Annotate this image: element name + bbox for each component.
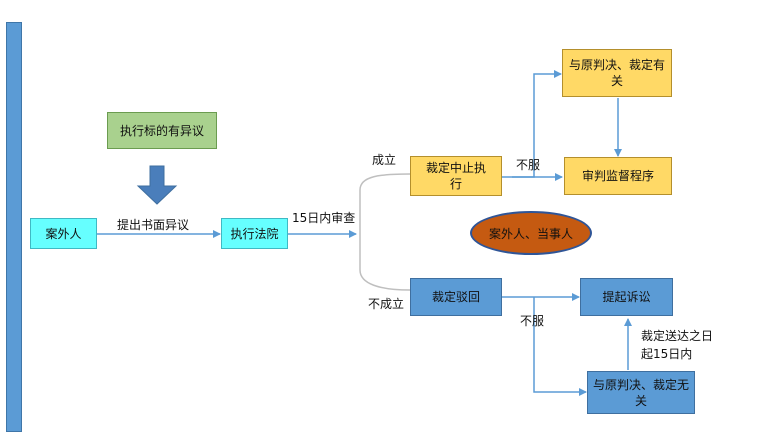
edge-suspend-related	[512, 70, 562, 178]
node-reject: 裁定驳回	[410, 278, 502, 316]
label-not-established: 不成立	[368, 297, 405, 311]
label-deadline: 裁定送达之日起15日内	[641, 329, 714, 361]
node-parties: 案外人、当事人	[470, 211, 592, 255]
down-block-arrow	[136, 165, 178, 205]
node-related: 与原判决、裁定有关	[562, 49, 672, 97]
edge-reject-unrelated	[533, 297, 587, 396]
label-review: 15日内审查	[292, 211, 356, 225]
node-outsider: 案外人	[30, 218, 97, 249]
node-lawsuit: 提起诉讼	[580, 278, 673, 316]
decision-brace	[359, 173, 411, 291]
node-retrial: 审判监督程序	[564, 157, 672, 195]
node-unrelated: 与原判决、裁定无关	[587, 371, 695, 414]
label-submit: 提出书面异议	[117, 218, 190, 232]
label-disagree-top: 不服	[516, 158, 541, 172]
label-disagree-bottom: 不服	[520, 314, 545, 328]
node-objection: 执行标的有异议	[107, 112, 217, 149]
node-suspend: 裁定中止执行	[410, 156, 502, 196]
left-side-bar	[6, 22, 22, 432]
label-established: 成立	[372, 153, 397, 167]
node-court: 执行法院	[221, 218, 288, 249]
